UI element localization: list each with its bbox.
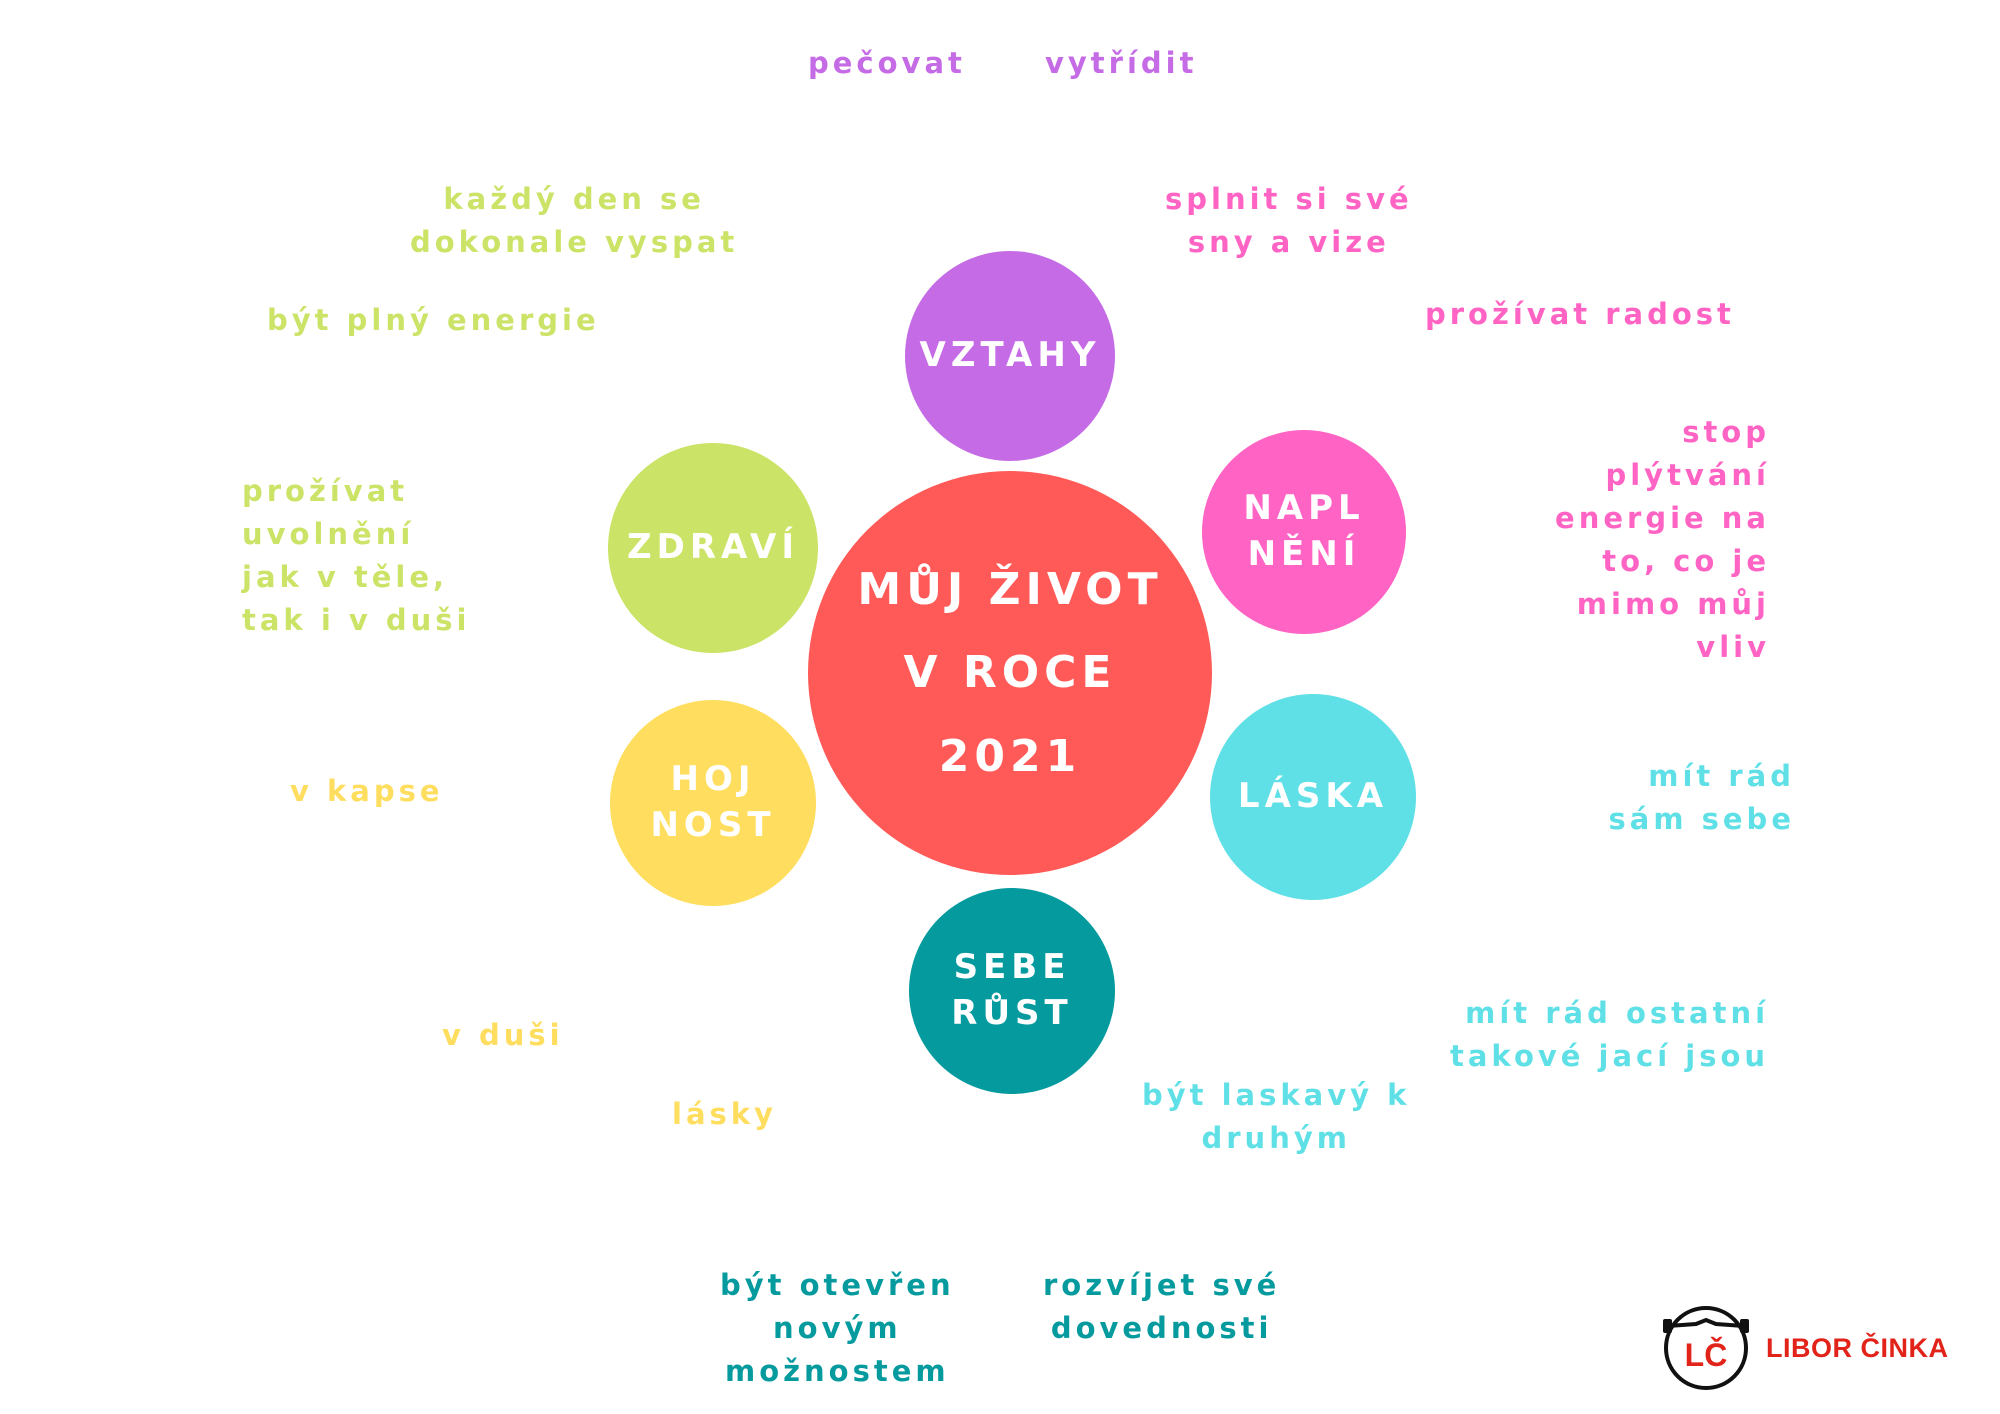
label-lasky: lásky	[672, 1097, 777, 1131]
label-v-dusi: v duši	[442, 1018, 564, 1052]
circle-zdravi-label: ZDRAVÍ	[626, 527, 800, 568]
circle-naplneni-label: NAPL NĚNÍ	[1243, 488, 1365, 574]
logo: LČ LIBOR ČINKA	[1660, 1302, 1949, 1394]
label-rad-sebe: mít rád sám sebe	[1608, 759, 1795, 836]
circle-hojnost: HOJ NOST	[610, 700, 816, 906]
circle-seberust-label: SEBE RŮST	[951, 947, 1073, 1033]
circle-hojnost-label: HOJ NOST	[650, 759, 776, 845]
label-otevren: být otevřen novým možnostem	[720, 1268, 955, 1388]
center-title: MŮJ ŽIVOT V ROCE 2021	[857, 563, 1163, 782]
label-radost: prožívat radost	[1425, 297, 1735, 331]
label-uvolneni: prožívat uvolnění jak v těle, tak i v du…	[242, 474, 471, 637]
logo-name: LIBOR ČINKA	[1766, 1332, 1949, 1363]
label-splnit: splnit si své sny a vize	[1165, 182, 1413, 259]
circle-naplneni: NAPL NĚNÍ	[1202, 430, 1406, 634]
label-vytridit: vytřídit	[1045, 46, 1198, 80]
logo-emblem: LČ	[1663, 1306, 1749, 1390]
circle-seberust: SEBE RŮST	[909, 888, 1115, 1094]
label-v-kapse: v kapse	[290, 774, 444, 808]
circle-laska: LÁSKA	[1210, 694, 1416, 900]
label-kazdy-den: každý den se dokonale vyspat	[410, 182, 739, 259]
circle-vztahy-label: VZTAHY	[919, 335, 1101, 376]
circle-zdravi: ZDRAVÍ	[608, 443, 818, 653]
label-pecovat: pečovat	[808, 46, 966, 80]
label-rozvijet: rozvíjet své dovednosti	[1043, 1268, 1281, 1345]
label-plny-energie: být plný energie	[267, 303, 600, 337]
circle-vztahy: VZTAHY	[905, 251, 1115, 461]
svg-text:LČ: LČ	[1685, 1337, 1728, 1373]
label-laskavy: být laskavý k druhým	[1142, 1078, 1411, 1155]
label-rad-ostatni: mít rád ostatní takové jací jsou	[1450, 996, 1770, 1073]
circle-laska-label: LÁSKA	[1237, 776, 1389, 817]
label-stop-plytvani: stop plýtvání energie na to, co je mimo …	[1555, 415, 1770, 664]
center-circle: MŮJ ŽIVOT V ROCE 2021	[808, 471, 1212, 875]
